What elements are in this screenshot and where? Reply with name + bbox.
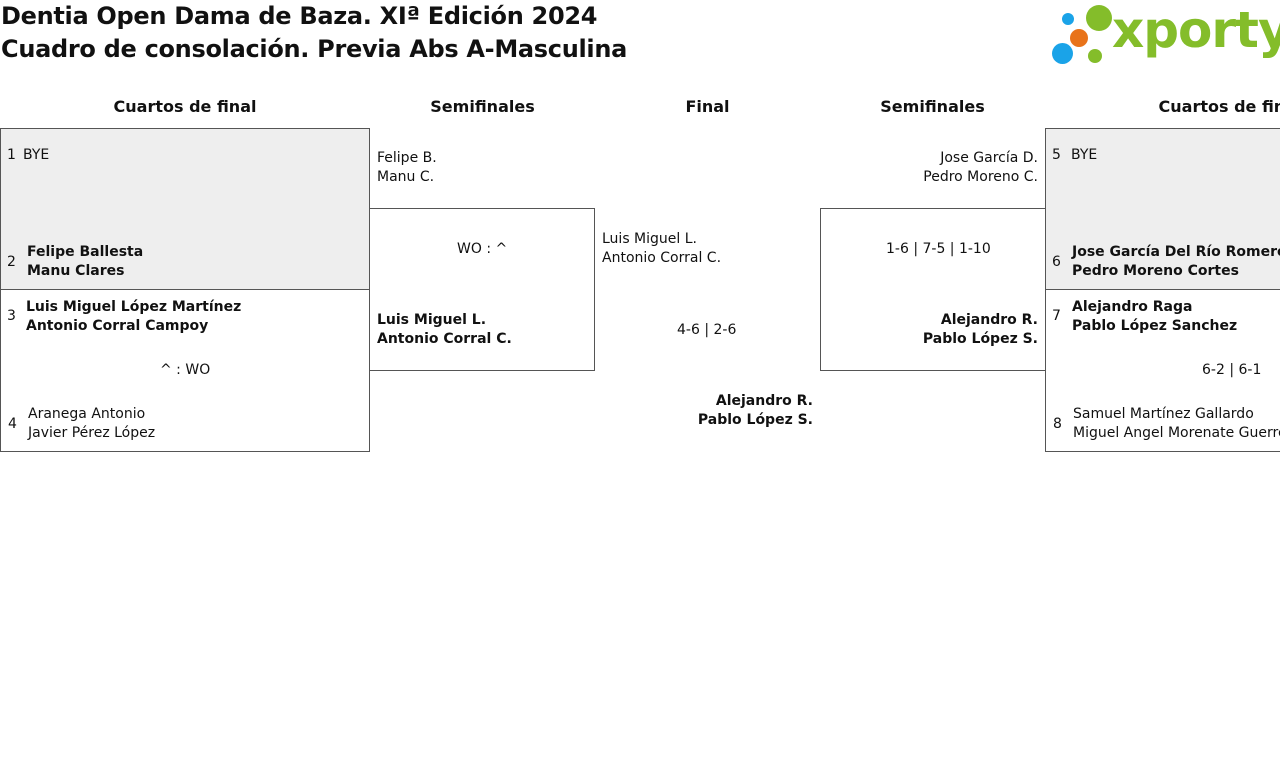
player-entry: BYE — [1071, 147, 1098, 163]
player-name: Alejandro R. — [940, 312, 1038, 328]
seed-number: 5 — [1052, 147, 1061, 163]
logo-dot-green — [1086, 5, 1112, 31]
team-entry[interactable]: Luis Miguel López Martínez Antonio Corra… — [26, 298, 241, 336]
team-entry[interactable]: Jose García D. Pedro Moreno C. — [838, 149, 1038, 187]
seed-number: 1 — [7, 147, 16, 163]
logo-text: xporty — [1112, 1, 1280, 59]
seed-number: 2 — [7, 254, 16, 270]
col-header-right-quarters: Cuartos de final — [1158, 97, 1280, 116]
player-name: Aranega Antonio — [28, 406, 146, 422]
player-name: Luis Miguel L. — [377, 312, 487, 328]
player-name: Antonio Corral Campoy — [26, 318, 209, 334]
match-score: ^ : WO — [160, 362, 211, 378]
player-name: Luis Miguel López Martínez — [26, 299, 242, 315]
player-name: Pablo López S. — [922, 331, 1038, 347]
logo-dot-green-small — [1088, 49, 1102, 63]
page-title: Dentia Open Dama de Baza. XIª Edición 20… — [1, 2, 598, 30]
player-name: Samuel Martínez Gallardo — [1073, 406, 1254, 422]
seed-number: 4 — [8, 416, 17, 432]
match-box-q3 — [1045, 128, 1280, 290]
player-name: Pedro Moreno Cortes — [1072, 263, 1239, 279]
player-name: Alejandro Raga — [1072, 299, 1193, 315]
player-name: Alejandro R. — [715, 393, 813, 409]
page-subtitle: Cuadro de consolación. Previa Abs A-Masc… — [1, 35, 628, 63]
team-entry[interactable]: Aranega Antonio Javier Pérez López — [28, 405, 155, 443]
seed-number: 3 — [7, 308, 16, 324]
col-header-right-semis: Semifinales — [880, 97, 985, 116]
player-name: Jose García D. — [940, 150, 1038, 166]
xporty-logo[interactable]: xporty — [1052, 1, 1280, 67]
team-entry[interactable]: Jose García Del Río Romero Pedro Moreno … — [1072, 243, 1280, 281]
col-header-final: Final — [685, 97, 730, 116]
seed-number: 8 — [1053, 416, 1062, 432]
player-name: Luis Miguel L. — [602, 231, 697, 247]
team-entry[interactable]: Felipe B. Manu C. — [377, 149, 437, 187]
champion-entry[interactable]: Alejandro R. Pablo López S. — [640, 392, 813, 430]
col-header-left-semis: Semifinales — [430, 97, 535, 116]
seed-number: 7 — [1052, 308, 1061, 324]
team-entry[interactable]: Samuel Martínez Gallardo Miguel Angel Mo… — [1073, 405, 1280, 443]
player-name: Manu Clares — [27, 263, 125, 279]
player-name: Felipe Ballesta — [27, 244, 144, 260]
match-score: 1-6 | 7-5 | 1-10 — [886, 241, 991, 257]
player-name: Manu C. — [377, 169, 435, 185]
match-box-q1 — [0, 128, 370, 290]
player-name: Antonio Corral C. — [377, 331, 512, 347]
match-box-left-semi — [369, 208, 595, 371]
team-entry[interactable]: Luis Miguel L. Antonio Corral C. — [377, 311, 512, 349]
team-entry[interactable]: Felipe Ballesta Manu Clares — [27, 243, 143, 281]
player-name: Pablo López S. — [697, 412, 813, 428]
logo-dot-orange — [1070, 29, 1088, 47]
player-name: Pedro Moreno C. — [923, 169, 1038, 185]
player-entry: BYE — [23, 147, 50, 163]
team-entry[interactable]: Alejandro R. Pablo López S. — [838, 311, 1038, 349]
player-name: Javier Pérez López — [28, 425, 156, 441]
match-box-q4 — [1045, 289, 1280, 452]
match-score: 6-2 | 6-1 — [1202, 362, 1262, 378]
match-score: WO : ^ — [457, 241, 508, 257]
match-score: 4-6 | 2-6 — [677, 322, 737, 338]
player-name: Pablo López Sanchez — [1072, 318, 1238, 334]
team-entry[interactable]: Alejandro Raga Pablo López Sanchez — [1072, 298, 1237, 336]
player-name: Jose García Del Río Romero — [1072, 244, 1280, 260]
seed-number: 6 — [1052, 254, 1061, 270]
logo-dot-blue — [1052, 43, 1073, 64]
player-name: Antonio Corral C. — [602, 250, 722, 266]
logo-dot-blue-small — [1062, 13, 1074, 25]
col-header-left-quarters: Cuartos de final — [113, 97, 257, 116]
team-entry[interactable]: Luis Miguel L. Antonio Corral C. — [602, 230, 721, 268]
player-name: Miguel Angel Morenate Guerrero — [1073, 425, 1280, 441]
player-name: Felipe B. — [377, 150, 437, 166]
